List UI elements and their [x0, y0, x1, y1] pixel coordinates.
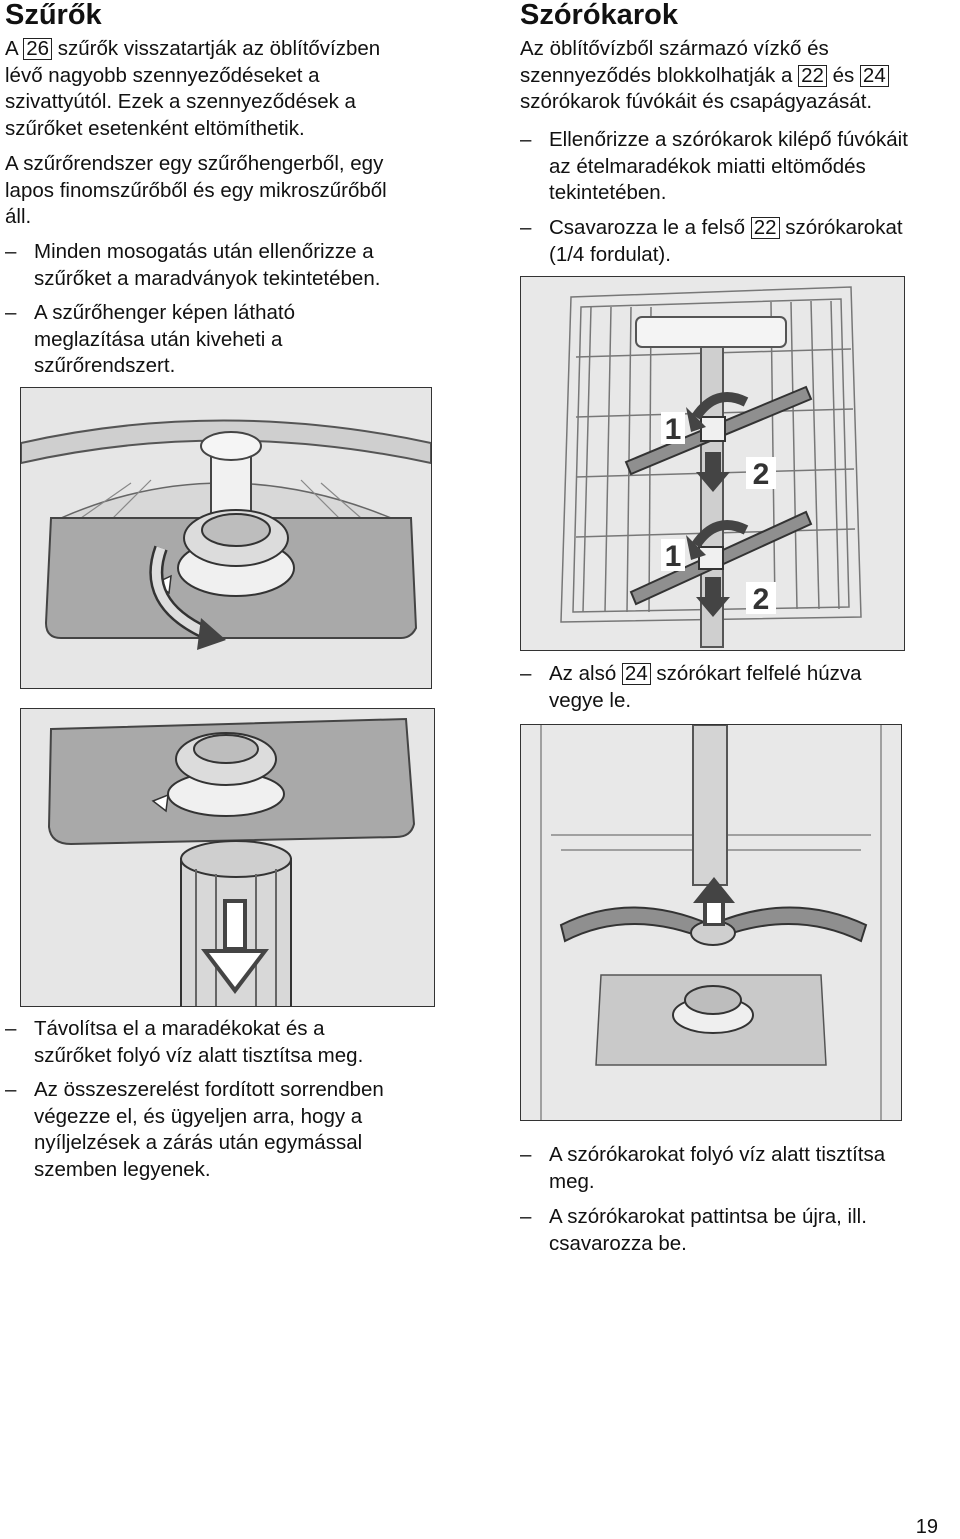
spray-arms-heading: Szórókarok — [520, 0, 678, 31]
upper-spray-arms-illustration: 1 2 1 2 — [520, 276, 905, 651]
step-2-label-top: 2 — [753, 458, 770, 491]
bullet-unscrew-upper: – Csavarozza le a felső 22 szórókarokat(… — [520, 216, 903, 266]
step-1-label-bottom: 1 — [665, 540, 682, 573]
bullet-reinstall-arms: – A szórókarokat pattintsa be újra, ill.… — [520, 1205, 867, 1255]
ref-22: 22 — [798, 64, 827, 87]
ref-24: 24 — [859, 64, 889, 87]
filter-loosen-illustration — [20, 387, 432, 689]
step-1-label-top: 1 — [665, 413, 682, 446]
spray-arms-intro: Az öblítővízből származó vízkő és szenny… — [520, 36, 889, 116]
lower-spray-arm-illustration — [520, 724, 902, 1121]
bullet-reassemble: – Az összeszerelést fordított sorrendben… — [5, 1078, 384, 1181]
bullet-check-nozzles: – Ellenőrizze a szórókarok kilépő fúvóká… — [520, 128, 908, 204]
ref-24-lower: 24 — [621, 663, 651, 685]
filter-removed-illustration — [20, 708, 435, 1007]
filters-intro: A 26 szűrők visszatartják az öblítővízbe… — [5, 37, 381, 140]
filter-system-text: A szűrőrendszer egy szűrőhengerből, egy … — [5, 152, 387, 228]
ref-26: 26 — [23, 38, 53, 60]
ref-22-upper: 22 — [750, 217, 780, 239]
page-number: 19 — [915, 1516, 938, 1538]
bullet-clean-arms: – A szórókarokat folyó víz alatt tisztít… — [520, 1143, 886, 1193]
step-2-label-bottom: 2 — [753, 583, 770, 616]
filters-heading: Szűrők — [5, 0, 102, 31]
